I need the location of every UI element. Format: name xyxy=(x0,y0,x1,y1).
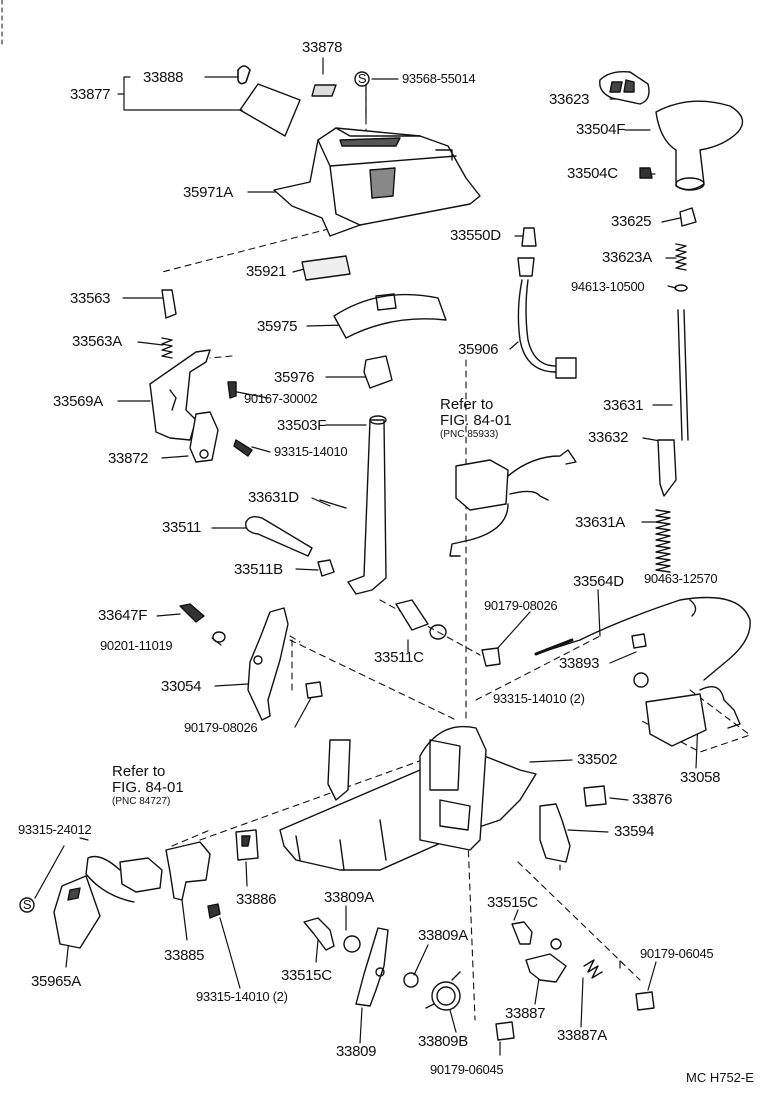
part-label: 33872 xyxy=(108,450,149,467)
part-label: 33885 xyxy=(164,947,205,964)
part-label: 33511C xyxy=(374,649,424,666)
part-label: 33058 xyxy=(680,769,721,786)
part-label: 35971A xyxy=(183,184,233,201)
refer-line-1: Refer to xyxy=(440,396,494,413)
part-label: 33623A xyxy=(602,249,652,266)
part-label: 33504F xyxy=(576,121,626,138)
refer-line-1: Refer to xyxy=(112,763,166,780)
figure-code: MC H752-E xyxy=(686,1070,754,1085)
part-label: 33054 xyxy=(161,678,202,695)
refer-note-84727: Refer to FIG. 84-01 (PNC 84727) xyxy=(112,763,184,808)
part-label: 90463-12570 xyxy=(644,571,718,586)
part-label: 35921 xyxy=(246,263,287,280)
part-label: 33878 xyxy=(302,39,343,56)
refer-line-2: FIG. 84-01 xyxy=(440,412,512,429)
refer-note-85933: Refer to FIG. 84-01 (PNC 85933) xyxy=(440,396,512,441)
part-label: 33632 xyxy=(588,429,629,446)
shift-base xyxy=(279,725,537,871)
part-label: 33550D xyxy=(450,227,501,244)
refer-pnc: (PNC 84727) xyxy=(112,796,171,807)
part-label: 33647F xyxy=(98,607,148,624)
part-label: 90179-06045 xyxy=(640,946,714,961)
part-label: 33623 xyxy=(549,91,590,108)
part-label: 33511B xyxy=(234,561,283,578)
refer-line-2: FIG. 84-01 xyxy=(112,779,184,796)
part-label: 93315-14010 (2) xyxy=(493,691,585,706)
part-label: 90201-11019 xyxy=(100,638,173,653)
part-label: 33876 xyxy=(632,791,673,808)
part-label: 33503F xyxy=(277,417,327,434)
part-label: 33504C xyxy=(567,165,618,182)
dashed-lines xyxy=(161,84,751,1021)
part-label: 33569A xyxy=(53,393,103,410)
part-label: 33625 xyxy=(611,213,652,230)
part-label: 35906 xyxy=(458,341,499,358)
part-label: 90179-08026 xyxy=(184,720,258,735)
part-label: 35975 xyxy=(257,318,298,335)
part-label: 33887A xyxy=(557,1027,607,1044)
part-label: 33809A xyxy=(324,889,374,906)
part-label: 33809 xyxy=(336,1043,377,1060)
part-label: 90167-30002 xyxy=(244,391,318,406)
part-label: 33563 xyxy=(70,290,111,307)
part-label: 33809A xyxy=(418,927,468,944)
part-label: 33631A xyxy=(575,514,625,531)
part-label: 93568-55014 xyxy=(402,71,476,86)
part-label: 93315-14010 (2) xyxy=(196,989,288,1004)
s-symbol-label: S xyxy=(357,71,367,86)
part-label: 33631D xyxy=(248,489,299,506)
part-label: 33515C xyxy=(281,967,332,984)
part-label: 35965A xyxy=(31,973,81,990)
part-label: 33564D xyxy=(573,573,624,590)
part-label: 33515C xyxy=(487,894,538,911)
part-label: 35976 xyxy=(274,369,315,386)
part-label: 33631 xyxy=(603,397,644,414)
part-label: 93315-14010 xyxy=(274,444,348,459)
part-label: 90179-06045 xyxy=(430,1062,504,1077)
part-label: 33809B xyxy=(418,1033,468,1050)
part-label: 33893 xyxy=(559,655,600,672)
s-symbol-label: S xyxy=(22,897,32,912)
refer-pnc: (PNC 85933) xyxy=(440,429,499,440)
part-label: 93315-24012 xyxy=(18,822,92,837)
part-label: 33887 xyxy=(505,1005,546,1022)
part-label: 33511 xyxy=(162,519,202,536)
part-label: 33594 xyxy=(614,823,655,840)
part-label: 33886 xyxy=(236,891,277,908)
indicator-housing xyxy=(273,127,481,237)
part-label: 94613-10500 xyxy=(571,279,645,294)
part-label: 33563A xyxy=(72,333,122,350)
part-label: 90179-08026 xyxy=(484,598,558,613)
part-label: 33877 xyxy=(70,86,111,103)
part-label: 33502 xyxy=(577,751,618,768)
part-label: 33888 xyxy=(143,69,184,86)
